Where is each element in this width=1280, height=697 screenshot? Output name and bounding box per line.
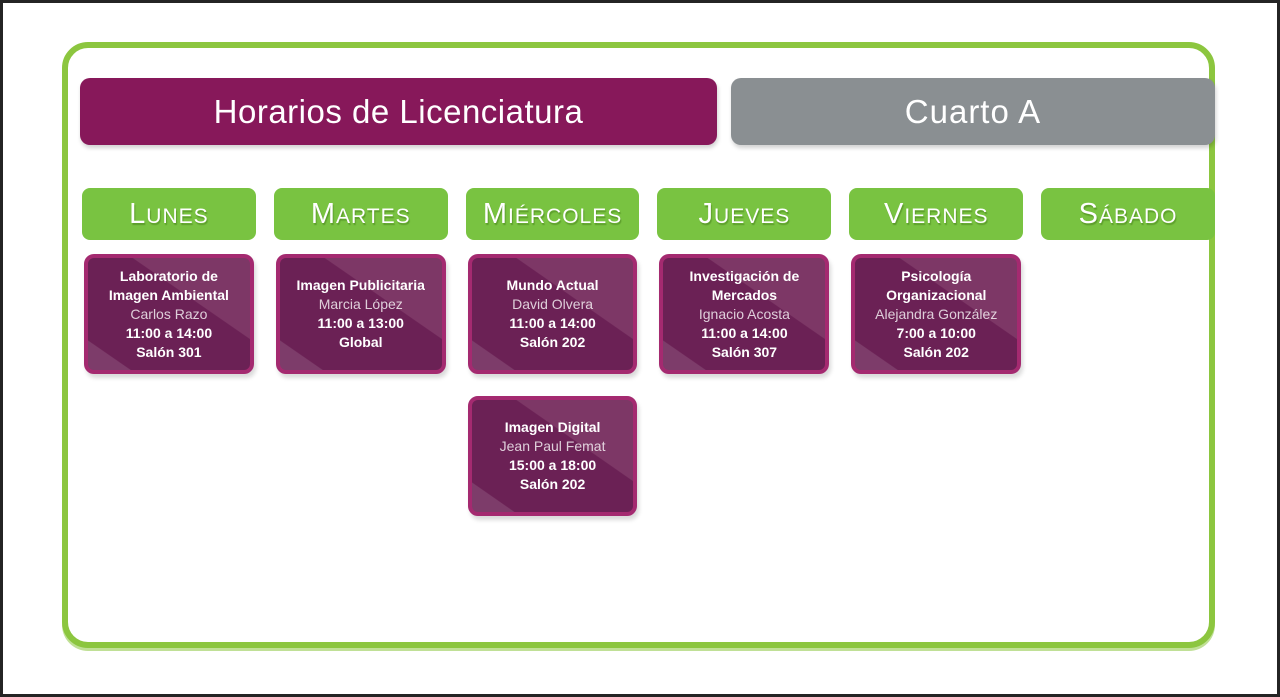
group-badge: Cuarto A — [731, 78, 1215, 145]
course-time: 7:00 a 10:00 — [896, 324, 976, 341]
course-card-laboratorio-imagen-ambiental: Laboratorio de Imagen Ambiental Carlos R… — [84, 254, 254, 374]
instructor-name: Marcia López — [318, 296, 403, 312]
course-room: Salón 301 — [136, 343, 202, 360]
course-time: 15:00 a 18:00 — [508, 457, 597, 473]
course-room: Salón 307 — [711, 343, 778, 360]
course-title: Psicología Organizacional — [886, 267, 987, 303]
day-header-miercoles: Miércoles — [465, 188, 640, 240]
instructor-name: Jean Paul Femat — [499, 438, 606, 454]
empty-slot-sabado — [1041, 254, 1215, 374]
instructor-name: Carlos Razo — [130, 305, 208, 322]
course-room: Salón 202 — [519, 476, 586, 492]
instructor-name: David Olvera — [512, 296, 594, 312]
instructor-name: Alejandra González — [875, 305, 998, 322]
page-title: Horarios de Licenciatura — [213, 92, 584, 130]
course-card-psicologia-organizacional: Psicología Organizacional Alejandra Gonz… — [851, 254, 1022, 374]
day-header-martes: Martes — [273, 188, 448, 240]
schedule-row-2: Imagen Digital Jean Paul Femat 15:00 a 1… — [82, 396, 1215, 516]
empty-slot-sabado-2 — [1041, 396, 1215, 516]
course-room: Salón 202 — [903, 343, 969, 360]
course-time: 11:00 a 14:00 — [125, 324, 213, 341]
day-header-row: Lunes Martes Miércoles Jueves Viernes Sá… — [82, 188, 1215, 240]
empty-slot-jueves — [657, 396, 831, 516]
instructor-name: Ignacio Acosta — [698, 305, 790, 322]
course-title: Mundo Actual — [506, 277, 599, 293]
course-title: Imagen Digital — [504, 419, 601, 435]
course-card-imagen-publicitaria: Imagen Publicitaria Marcia López 11:00 a… — [275, 254, 446, 374]
course-title: Laboratorio de Imagen Ambiental — [108, 267, 229, 303]
empty-slot-martes — [274, 396, 448, 516]
day-header-viernes: Viernes — [849, 188, 1024, 240]
page-title-bar: Horarios de Licenciatura — [80, 78, 717, 145]
course-card-investigacion-mercados: Investigación de Mercados Ignacio Acosta… — [659, 254, 830, 374]
course-card-imagen-digital: Imagen Digital Jean Paul Femat 15:00 a 1… — [467, 396, 638, 516]
schedule-row-1: Laboratorio de Imagen Ambiental Carlos R… — [82, 254, 1215, 374]
course-time: 11:00 a 14:00 — [701, 324, 788, 341]
course-room: Salón 202 — [519, 334, 586, 350]
course-time: 11:00 a 14:00 — [509, 315, 596, 331]
course-card-mundo-actual: Mundo Actual David Olvera 11:00 a 14:00 … — [467, 254, 638, 374]
empty-slot-viernes — [849, 396, 1023, 516]
course-title: Investigación de Mercados — [689, 267, 800, 303]
day-header-sabado: Sábado — [1041, 188, 1215, 240]
course-room: Global — [338, 334, 383, 350]
empty-slot-lunes — [82, 396, 256, 516]
day-header-jueves: Jueves — [657, 188, 832, 240]
course-title: Imagen Publicitaria — [296, 277, 425, 293]
course-time: 11:00 a 13:00 — [317, 315, 404, 331]
day-header-lunes: Lunes — [82, 188, 256, 240]
group-label: Cuarto A — [904, 92, 1042, 130]
